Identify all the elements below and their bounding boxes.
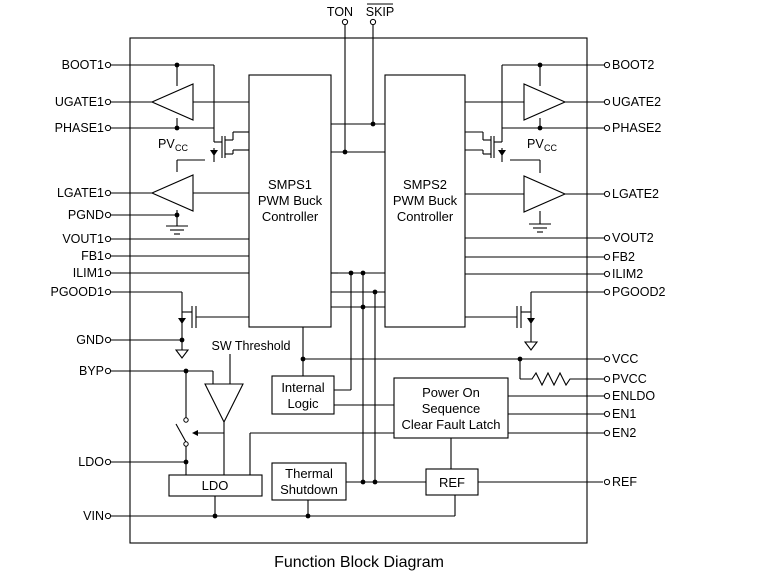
pin-phase1: PHASE1 xyxy=(55,121,104,135)
smps1-line-2: PWM Buck xyxy=(258,193,323,208)
skip-pin xyxy=(369,18,377,26)
pin-en2: EN2 xyxy=(612,426,636,440)
pin-en1: EN1 xyxy=(612,407,636,421)
ref-label: REF xyxy=(439,475,465,490)
smps1-line-3: Controller xyxy=(262,209,319,224)
pin-byp: BYP xyxy=(79,364,104,378)
pin-gnd: GND xyxy=(76,333,104,347)
smps2-line-2: PWM Buck xyxy=(393,193,458,208)
pin-vout2: VOUT2 xyxy=(612,231,654,245)
chip-outline xyxy=(129,37,588,544)
internal-logic-block xyxy=(271,375,335,415)
upper-driver-1 xyxy=(150,83,194,121)
pin-fb1: FB1 xyxy=(81,249,104,263)
pin-boot2: BOOT2 xyxy=(612,58,654,72)
sw-threshold-label: SW Threshold xyxy=(212,339,291,353)
thermal-line-1: Thermal xyxy=(285,466,333,481)
pvcc-left-sub: CC xyxy=(175,143,188,153)
ton-pin xyxy=(341,18,349,26)
pin-pvcc: PVCC xyxy=(612,372,647,386)
sw-threshold-comparator xyxy=(204,383,244,424)
gnd-ground-icon xyxy=(174,349,190,359)
pin-pgnd: PGND xyxy=(68,208,104,222)
ldo-label: LDO xyxy=(202,478,229,493)
smps2-line-3: Controller xyxy=(397,209,454,224)
pin-enldo: ENLDO xyxy=(612,389,655,403)
pin-pgood1: PGOOD1 xyxy=(51,285,105,299)
power-on-line-1: Power On xyxy=(422,385,480,400)
diagram-caption: Function Block Diagram xyxy=(274,554,444,571)
pin-vin: VIN xyxy=(83,509,104,523)
power-on-line-3: Clear Fault Latch xyxy=(402,417,501,432)
pin-vcc: VCC xyxy=(612,352,638,366)
smps1-block xyxy=(248,74,332,328)
upper-driver-2 xyxy=(523,83,567,121)
lower-driver-1 xyxy=(150,174,194,212)
pin-phase2: PHASE2 xyxy=(612,121,661,135)
ton-pin-label: TON xyxy=(327,5,353,19)
pin-lgate2: LGATE2 xyxy=(612,187,659,201)
pin-ldo: LDO xyxy=(78,455,104,469)
skip-pin-label: SKIP xyxy=(366,5,395,19)
pgood2-ground-icon xyxy=(523,341,539,351)
pvcc-left-label: PV xyxy=(158,137,175,151)
pvcc-right-label: PV xyxy=(527,137,544,151)
pin-fb2: FB2 xyxy=(612,250,635,264)
byp-switch xyxy=(175,423,187,443)
pin-ref: REF xyxy=(612,475,637,489)
power-on-line-2: Sequence xyxy=(422,401,481,416)
pin-ilim1: ILIM1 xyxy=(73,266,104,280)
pin-ugate2: UGATE2 xyxy=(612,95,661,109)
pvcc-resistor xyxy=(520,371,604,387)
pin-ilim2: ILIM2 xyxy=(612,267,643,281)
lower-driver-2 xyxy=(523,175,567,213)
pin-lgate1: LGATE1 xyxy=(57,186,104,200)
pin-boot1: BOOT1 xyxy=(62,58,104,72)
power-on-sequence-block xyxy=(393,377,509,439)
thermal-line-2: Shutdown xyxy=(280,482,338,497)
pin-ugate1: UGATE1 xyxy=(55,95,104,109)
pin-vout1: VOUT1 xyxy=(62,232,104,246)
internal-logic-line-2: Logic xyxy=(287,396,319,411)
smps1-line-1: SMPS1 xyxy=(268,177,312,192)
internal-logic-line-1: Internal xyxy=(281,380,324,395)
pin-pgood2: PGOOD2 xyxy=(612,285,666,299)
ref-block xyxy=(425,468,479,496)
thermal-shutdown-block xyxy=(271,462,347,501)
smps2-line-1: SMPS2 xyxy=(403,177,447,192)
pvcc-right-sub: CC xyxy=(544,143,557,153)
smps2-block xyxy=(384,74,466,328)
